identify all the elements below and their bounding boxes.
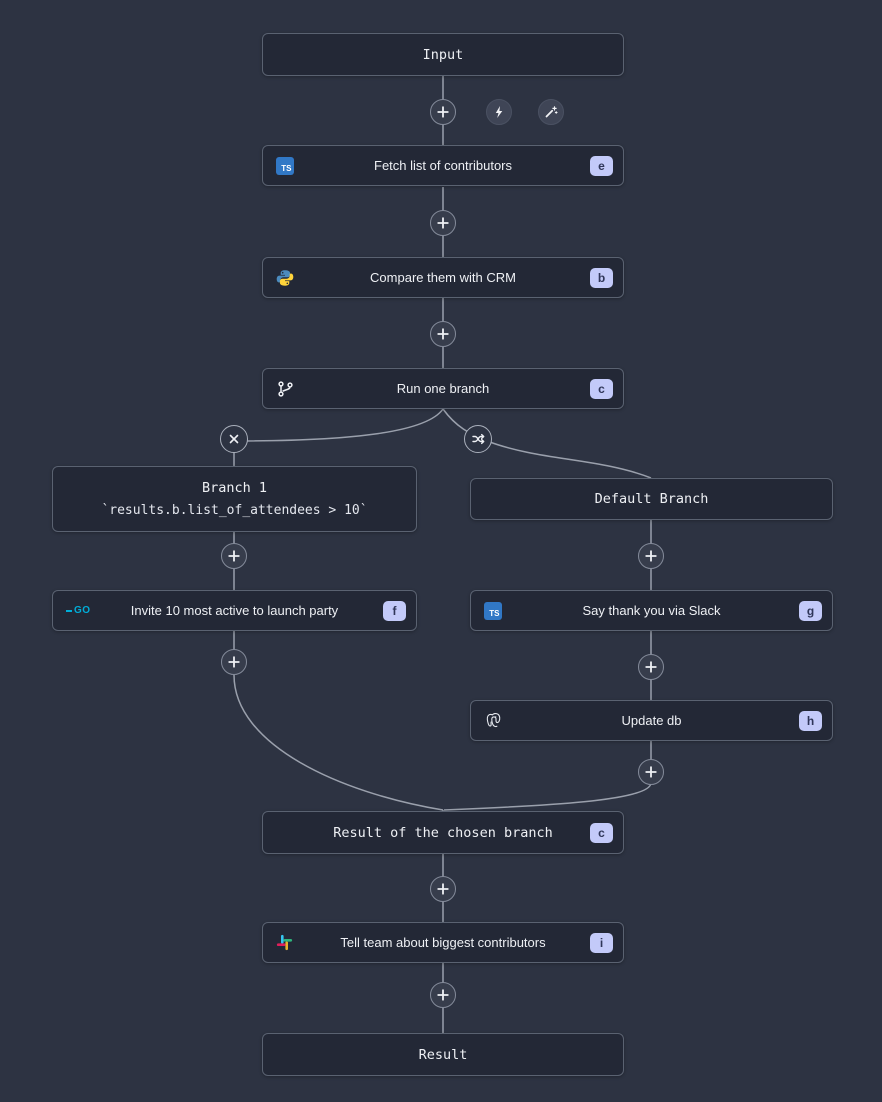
remove-branch-button[interactable]	[220, 425, 248, 453]
ai-wand-button[interactable]	[538, 99, 564, 125]
python-icon	[276, 269, 294, 287]
step-id-badge: i	[590, 932, 613, 953]
node-result[interactable]: Result	[262, 1033, 624, 1076]
step-id-badge: b	[590, 267, 613, 288]
typescript-icon: TS	[484, 601, 502, 620]
plus-icon	[228, 550, 240, 562]
add-step-button[interactable]	[221, 649, 247, 675]
node-thank-you-slack[interactable]: TS Say thank you via Slack g	[470, 590, 833, 631]
step-id-badge: h	[799, 710, 822, 731]
add-step-button[interactable]	[430, 876, 456, 902]
plus-icon	[437, 883, 449, 895]
node-tell-team[interactable]: Tell team about biggest contributors i	[262, 922, 624, 963]
node-branch-result[interactable]: Result of the chosen branch c	[262, 811, 624, 854]
add-step-button[interactable]	[430, 321, 456, 347]
add-step-button[interactable]	[430, 99, 456, 125]
step-id-badge: e	[590, 155, 613, 176]
node-title: Invite 10 most active to launch party	[130, 603, 339, 618]
lightning-bolt-icon	[495, 106, 503, 118]
add-step-button[interactable]	[638, 543, 664, 569]
git-branch-icon	[276, 380, 294, 398]
node-title: Run one branch	[396, 381, 490, 396]
step-id-badge: c	[590, 378, 613, 399]
node-branch-1[interactable]: Branch 1 `results.b.list_of_attendees > …	[52, 466, 417, 532]
node-title: Fetch list of contributors	[374, 158, 512, 173]
node-compare-crm[interactable]: Compare them with CRM b	[262, 257, 624, 298]
close-icon	[229, 434, 239, 444]
add-step-button[interactable]	[430, 210, 456, 236]
typescript-icon: TS	[276, 156, 294, 175]
step-id-badge: c	[590, 822, 613, 843]
plus-icon	[645, 766, 657, 778]
node-title: Compare them with CRM	[370, 270, 516, 285]
magic-wand-icon	[545, 106, 558, 118]
slack-icon	[276, 934, 293, 951]
node-title: Result of the chosen branch	[333, 824, 553, 841]
node-update-db[interactable]: Update db h	[470, 700, 833, 741]
node-title: Say thank you via Slack	[582, 603, 721, 618]
branch-condition-expression: `results.b.list_of_attendees > 10`	[101, 503, 368, 518]
plus-icon	[437, 217, 449, 229]
branch-condition-button[interactable]	[464, 425, 492, 453]
go-icon: GO	[66, 605, 91, 616]
add-step-button[interactable]	[638, 759, 664, 785]
node-default-branch[interactable]: Default Branch	[470, 478, 833, 520]
trigger-bolt-button[interactable]	[486, 99, 512, 125]
step-id-badge: g	[799, 600, 822, 621]
node-invite-launch-party[interactable]: GO Invite 10 most active to launch party…	[52, 590, 417, 631]
plus-icon	[437, 106, 449, 118]
node-input[interactable]: Input	[262, 33, 624, 76]
node-title: Input	[422, 46, 464, 63]
branch-split-icon	[472, 433, 485, 445]
plus-icon	[228, 656, 240, 668]
branch-title: Branch 1	[201, 480, 268, 496]
node-title: Result	[418, 1046, 468, 1063]
plus-icon	[437, 328, 449, 340]
add-step-button[interactable]	[638, 654, 664, 680]
add-step-button[interactable]	[430, 982, 456, 1008]
node-fetch-contributors[interactable]: TS Fetch list of contributors e	[262, 145, 624, 186]
node-run-one-branch[interactable]: Run one branch c	[262, 368, 624, 409]
plus-icon	[645, 661, 657, 673]
add-step-button[interactable]	[221, 543, 247, 569]
node-title: Update db	[621, 713, 682, 728]
step-id-badge: f	[383, 600, 406, 621]
branch-title: Default Branch	[594, 491, 709, 507]
node-title: Tell team about biggest contributors	[340, 935, 546, 950]
plus-icon	[645, 550, 657, 562]
postgresql-icon	[484, 712, 502, 730]
plus-icon	[437, 989, 449, 1001]
